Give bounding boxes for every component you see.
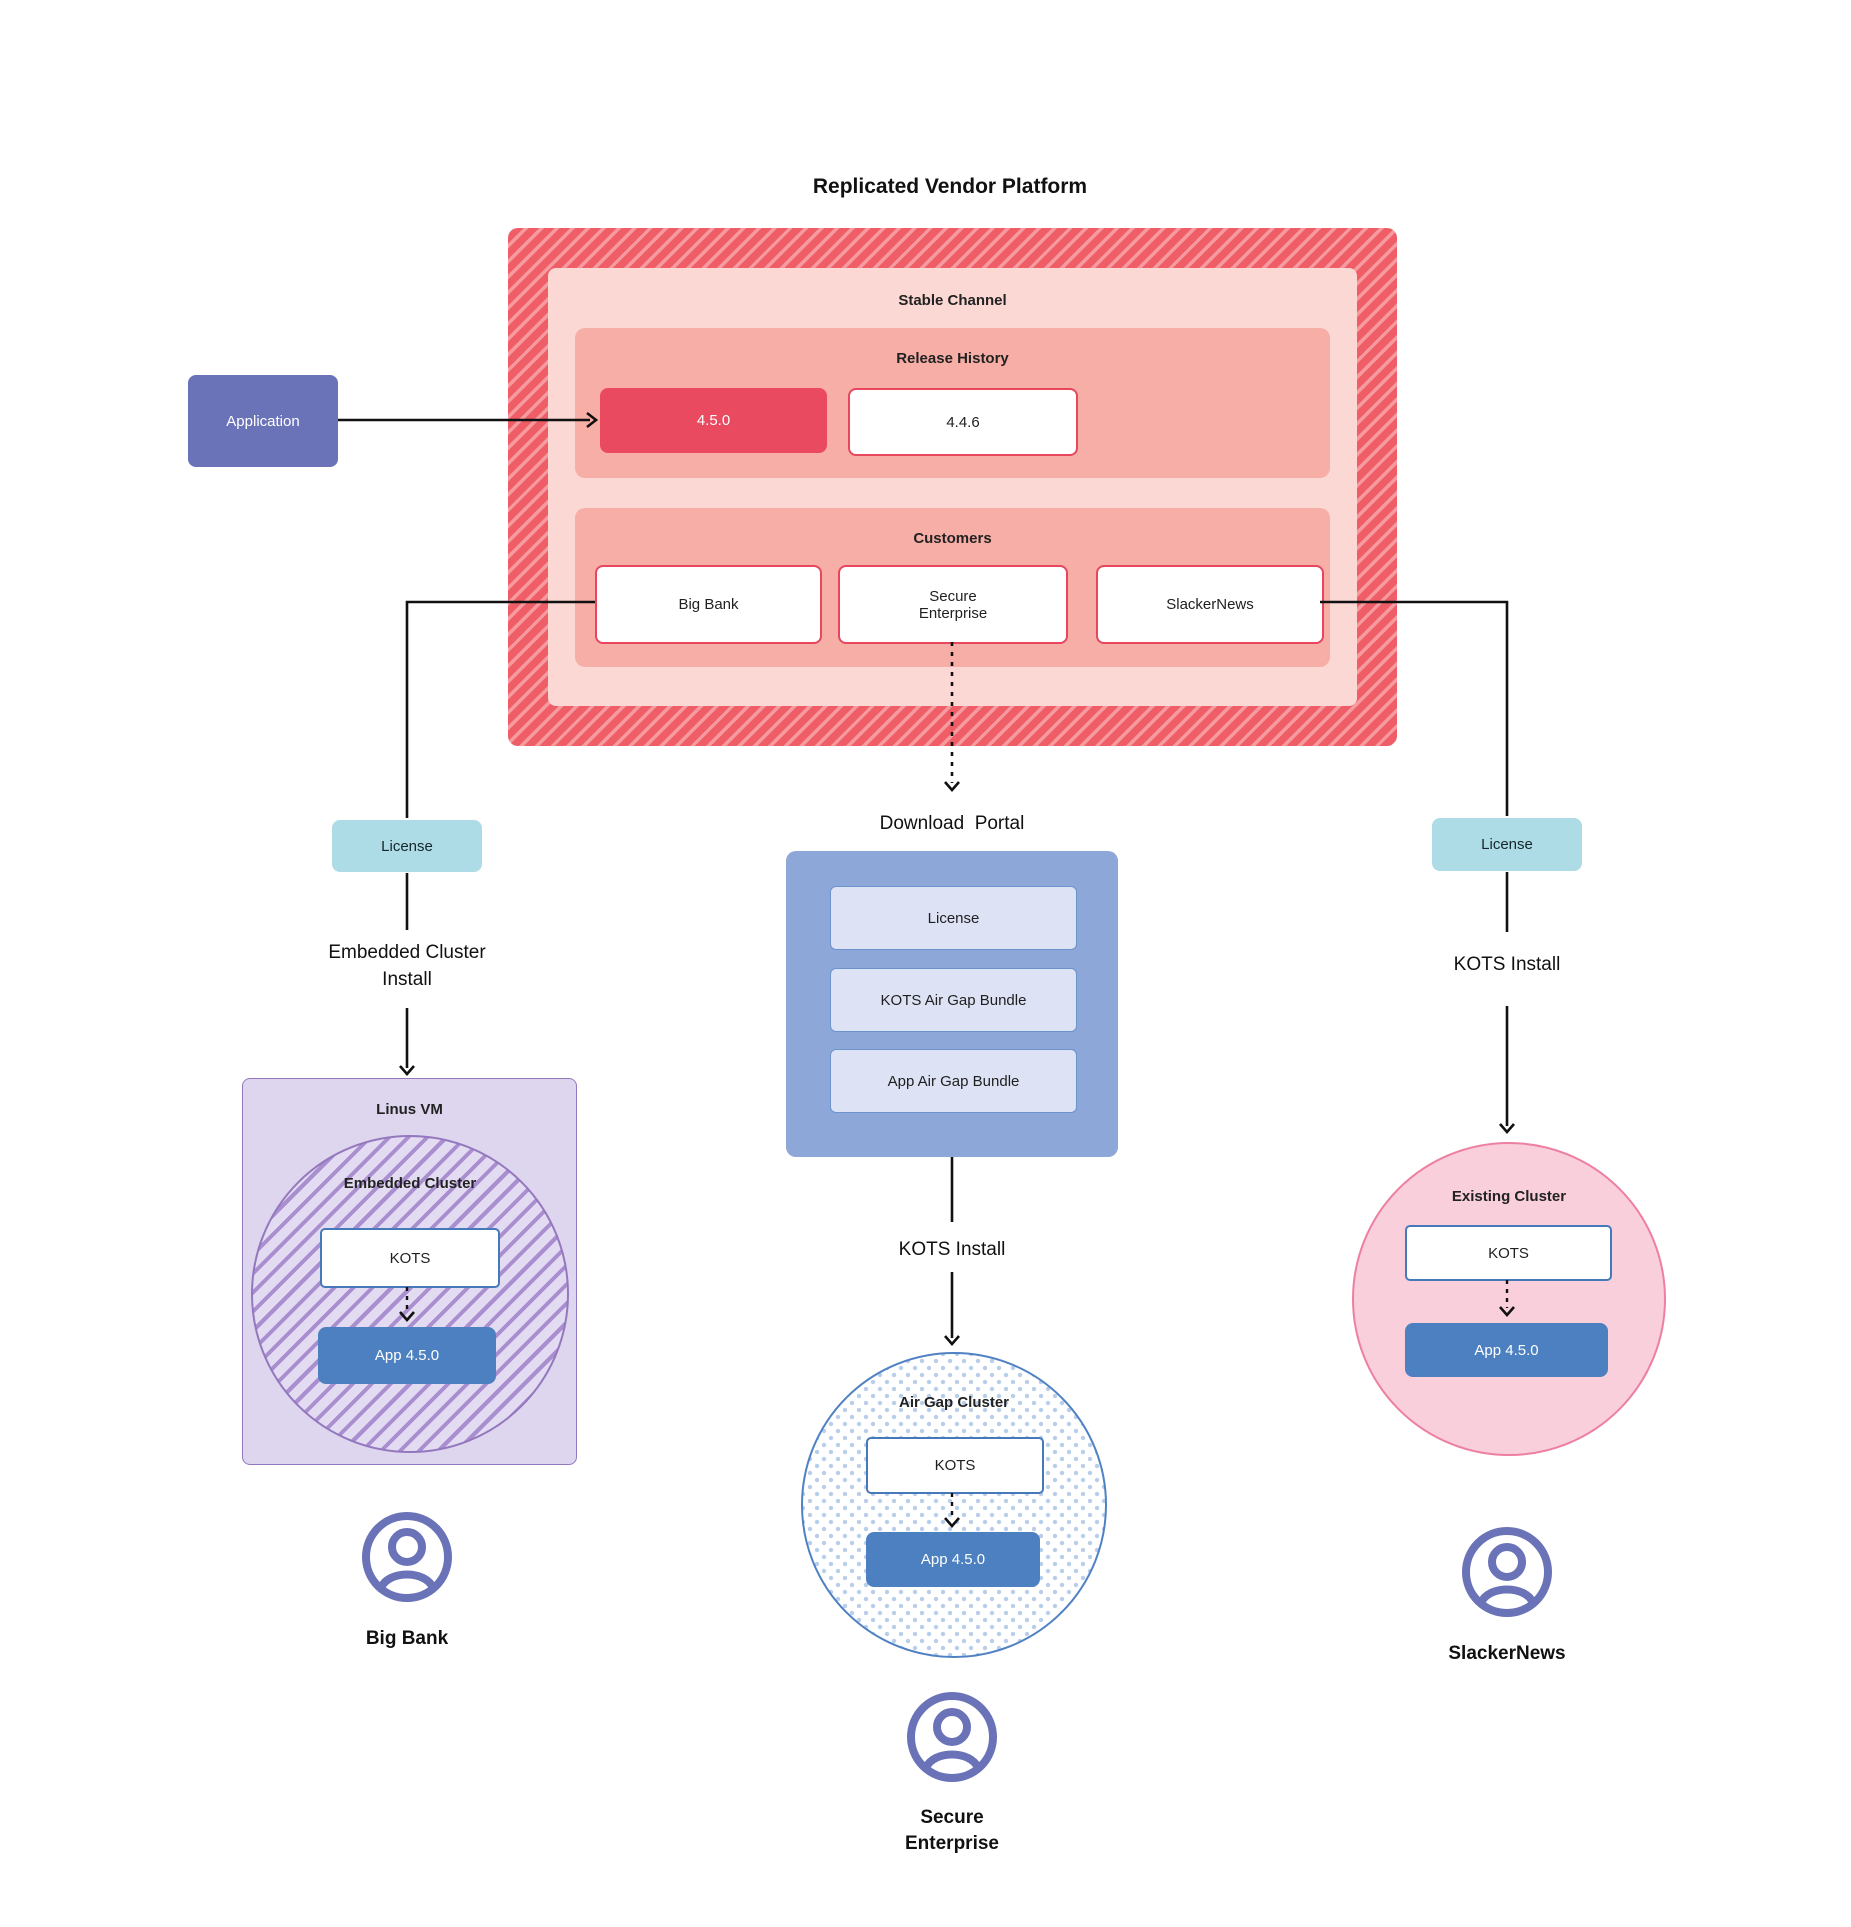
customers-label: Customers xyxy=(913,530,992,547)
air-gap-cluster-label: Air Gap Cluster xyxy=(898,1394,1010,1411)
portal-kots-bundle-item: KOTS Air Gap Bundle xyxy=(830,968,1077,1032)
middle-user-label: Secure Enterprise xyxy=(852,1803,1052,1859)
secure-portal-arrow-head xyxy=(944,781,960,792)
right-kots-box: KOTS xyxy=(1405,1225,1612,1281)
middle-app-box: App 4.5.0 xyxy=(866,1532,1040,1587)
portal-app-bundle-item: App Air Gap Bundle xyxy=(830,1049,1077,1113)
middle-kots-box: KOTS xyxy=(866,1437,1044,1494)
left-app-box: App 4.5.0 xyxy=(318,1327,496,1384)
page-title: Replicated Vendor Platform xyxy=(812,175,1088,198)
release-history-label: Release History xyxy=(896,350,1009,367)
air-gap-cluster-circle: Air Gap Cluster xyxy=(801,1352,1107,1658)
portal-license-item: License xyxy=(830,886,1077,950)
right-install-label: KOTS Install xyxy=(1453,953,1561,975)
existing-cluster-label: Existing Cluster xyxy=(1451,1188,1567,1205)
stable-channel-label: Stable Channel xyxy=(898,292,1007,309)
left-install-label: Embedded Cluster Install xyxy=(328,942,486,990)
release-previous-box: 4.4.6 xyxy=(848,388,1078,456)
linus-vm-label: Linus VM xyxy=(376,1101,443,1118)
customer-big-bank: Big Bank xyxy=(595,565,822,644)
existing-cluster-circle: Existing Cluster xyxy=(1352,1142,1666,1456)
download-portal-label: Download Portal xyxy=(879,812,1025,834)
middle-install-cluster-arrow-head xyxy=(944,1335,960,1346)
right-license-box: License xyxy=(1432,818,1582,871)
left-user-label: Big Bank xyxy=(365,1628,449,1649)
middle-user-label-text: Secure Enterprise xyxy=(905,1807,999,1854)
customer-secure-enterprise-label: Secure Enterprise xyxy=(918,587,988,622)
middle-install-label: KOTS Install xyxy=(898,1238,1006,1260)
left-license-box: License xyxy=(332,820,482,872)
customer-slackernews: SlackerNews xyxy=(1096,565,1324,644)
right-app-box: App 4.5.0 xyxy=(1405,1323,1608,1377)
application-box: Application xyxy=(188,375,338,467)
secure-enterprise-user-icon xyxy=(902,1687,1002,1787)
embedded-cluster-circle: Embedded Cluster xyxy=(251,1135,569,1453)
release-current-box: 4.5.0 xyxy=(600,388,827,453)
right-install-cluster-arrow-head xyxy=(1499,1123,1515,1134)
big-bank-user-icon xyxy=(357,1507,457,1607)
right-user-label: SlackerNews xyxy=(1448,1643,1566,1664)
left-kots-box: KOTS xyxy=(320,1228,500,1288)
left-install-vm-arrow-head xyxy=(399,1065,415,1076)
customer-secure-enterprise: Secure Enterprise xyxy=(838,565,1068,644)
slackernews-user-icon xyxy=(1457,1522,1557,1622)
embedded-cluster-label: Embedded Cluster xyxy=(343,1175,477,1192)
